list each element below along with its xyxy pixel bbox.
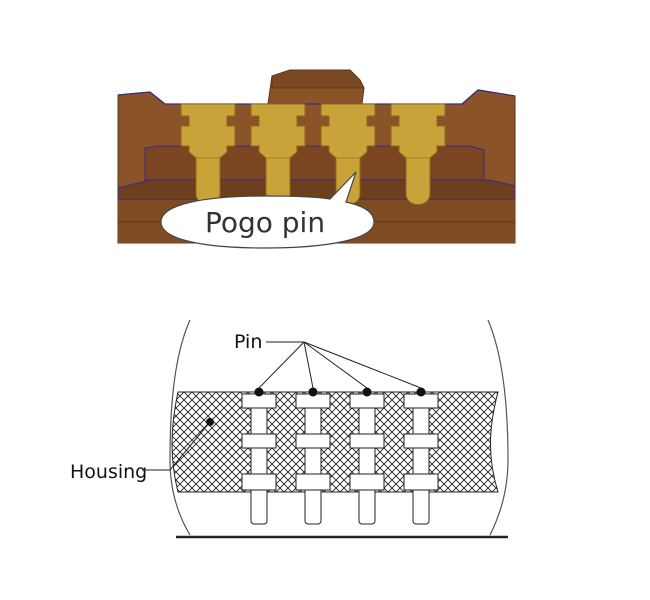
cross-section-illustration: Pogo pin — [117, 69, 516, 249]
pin-collar — [241, 473, 277, 491]
schematic-pin-3 — [349, 387, 385, 525]
schematic-diagram: Pin Housing — [70, 319, 509, 539]
bottom-pin-group — [241, 387, 439, 525]
pin-collar — [241, 433, 277, 449]
pin-leader-1 — [258, 341, 305, 389]
pin-label: Pin — [234, 331, 262, 353]
pin-leader-4 — [303, 341, 422, 389]
pin-collar — [349, 473, 385, 491]
shell-left-curve — [169, 319, 191, 536]
housing-label: Housing — [70, 461, 147, 483]
pin-plunger — [250, 487, 268, 525]
pin-head-dot — [362, 387, 372, 397]
pin-leader-2 — [303, 341, 314, 389]
pin-collar — [403, 433, 439, 449]
pin-head-dot — [308, 387, 318, 397]
callout-label: Pogo pin — [205, 206, 325, 239]
pin-plunger — [304, 487, 322, 525]
pin-plunger — [412, 487, 430, 525]
pogo-pin-4 — [390, 103, 446, 205]
pin-collar — [295, 433, 331, 449]
shell-right-curve — [487, 319, 509, 536]
callout-bubble — [160, 171, 375, 249]
schematic-pin-2 — [295, 387, 331, 525]
pin-collar — [349, 433, 385, 449]
schematic-pin-4 — [403, 387, 439, 525]
pin-collar — [403, 473, 439, 491]
pin-plunger — [358, 487, 376, 525]
pin-head-dot — [254, 387, 264, 397]
housing-hatch-region — [171, 391, 499, 493]
pin-leader-lines — [258, 341, 422, 389]
pin-leader-3 — [303, 341, 368, 389]
pin-head-dot — [416, 387, 426, 397]
pin-collar — [295, 473, 331, 491]
schematic-pin-1 — [241, 387, 277, 525]
housing-leader-line — [142, 421, 211, 471]
housing-marker-dot — [206, 418, 214, 426]
